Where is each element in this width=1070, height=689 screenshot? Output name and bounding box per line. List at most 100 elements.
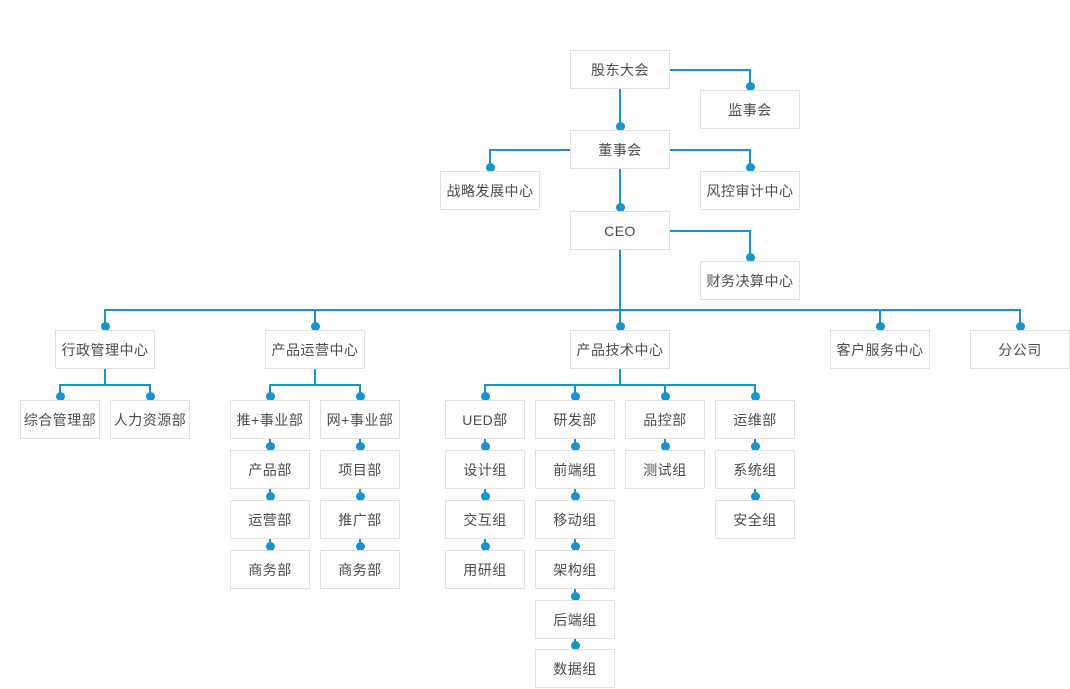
org-node-label: 安全组: [733, 511, 777, 528]
connector-dot: [100, 321, 110, 331]
org-node-shareholders: 股东大会: [570, 50, 670, 89]
org-node-service-center: 客户服务中心: [830, 330, 930, 369]
connector-dot: [480, 491, 490, 501]
connector-dot: [615, 321, 625, 331]
org-node-wang-division: 网+事业部: [320, 400, 400, 439]
org-node-tech-center: 产品技术中心: [570, 330, 670, 369]
org-node-project-dept: 项目部: [320, 450, 400, 489]
connector-dot: [615, 202, 625, 212]
org-node-label: 项目部: [338, 461, 382, 478]
org-node-label: 战略发展中心: [446, 182, 534, 199]
connector-dot: [745, 162, 755, 172]
org-node-label: 监事会: [728, 101, 772, 118]
connector-line: [619, 310, 621, 330]
connector-dot: [265, 441, 275, 451]
org-node-backend-group: 后端组: [535, 600, 615, 639]
connector-dot: [145, 391, 155, 401]
connector-dot: [355, 541, 365, 551]
org-node-label: 产品技术中心: [576, 341, 664, 358]
org-node-label: 董事会: [598, 141, 642, 158]
connector-line: [879, 310, 881, 330]
connector-dot: [750, 491, 760, 501]
org-node-ued-dept: UED部: [445, 400, 525, 439]
org-node-label: 数据组: [553, 660, 597, 677]
connector-line: [749, 150, 751, 171]
org-node-label: 架构组: [553, 561, 597, 578]
org-node-mobile-group: 移动组: [535, 500, 615, 539]
org-node-label: 系统组: [733, 461, 777, 478]
org-node-label: 设计组: [463, 461, 507, 478]
connector-dot: [480, 541, 490, 551]
org-node-operation-dept: 运营部: [230, 500, 310, 539]
org-node-finance: 财务决算中心: [700, 261, 800, 300]
connector-dot: [570, 491, 580, 501]
org-node-label: 后端组: [553, 611, 597, 628]
connector-dot: [480, 441, 490, 451]
org-node-rd-dept: 研发部: [535, 400, 615, 439]
org-node-ceo: CEO: [570, 211, 670, 250]
connector-line: [489, 149, 571, 151]
org-node-label: 人力资源部: [113, 411, 187, 428]
connector-line: [489, 150, 491, 171]
org-node-business-dept-1: 商务部: [230, 550, 310, 589]
org-node-board: 董事会: [570, 130, 670, 169]
org-node-user-research-group: 用研组: [445, 550, 525, 589]
connector-dot: [265, 541, 275, 551]
org-node-label: 行政管理中心: [61, 341, 149, 358]
org-node-label: 移动组: [553, 511, 597, 528]
org-node-devops-dept: 运维部: [715, 400, 795, 439]
connector-line: [669, 69, 751, 71]
connector-dot: [355, 391, 365, 401]
org-node-label: 产品运营中心: [271, 341, 359, 358]
org-node-label: 品控部: [643, 411, 687, 428]
connector-dot: [355, 491, 365, 501]
connector-line: [669, 230, 751, 232]
connector-line: [749, 70, 751, 90]
org-node-label: 财务决算中心: [706, 272, 794, 289]
connector-dot: [875, 321, 885, 331]
connector-line: [104, 369, 106, 385]
org-node-label: 运维部: [733, 411, 777, 428]
org-node-label: 综合管理部: [23, 411, 97, 428]
connector-dot: [570, 541, 580, 551]
org-node-hr-dept: 人力资源部: [110, 400, 190, 439]
org-node-label: 研发部: [553, 411, 597, 428]
connector-dot: [615, 121, 625, 131]
connector-dot: [745, 81, 755, 91]
org-node-branch: 分公司: [970, 330, 1070, 369]
org-node-label: 客户服务中心: [836, 341, 924, 358]
connector-dot: [570, 591, 580, 601]
org-node-label: 运营部: [248, 511, 292, 528]
org-node-testing-group: 测试组: [625, 450, 705, 489]
org-node-admin-center: 行政管理中心: [55, 330, 155, 369]
org-node-general-affairs: 综合管理部: [20, 400, 100, 439]
org-node-label: 商务部: [248, 561, 292, 578]
connector-line: [484, 384, 756, 386]
connector-dot: [660, 391, 670, 401]
connector-line: [1019, 310, 1021, 330]
org-node-label: 推+事业部: [236, 411, 304, 428]
connector-dot: [570, 441, 580, 451]
connector-dot: [570, 640, 580, 650]
connector-line: [749, 231, 751, 261]
connector-line: [619, 89, 621, 130]
connector-dot: [310, 321, 320, 331]
org-node-frontend-group: 前端组: [535, 450, 615, 489]
connector-line: [619, 250, 621, 310]
connector-dot: [1015, 321, 1025, 331]
connector-line: [669, 149, 751, 151]
org-node-label: 网+事业部: [326, 411, 394, 428]
connector-dot: [265, 491, 275, 501]
org-node-label: 产品部: [248, 461, 292, 478]
connector-dot: [480, 391, 490, 401]
connector-line: [314, 310, 316, 330]
org-node-label: 交互组: [463, 511, 507, 528]
org-node-strategy: 战略发展中心: [440, 171, 540, 210]
connector-line: [619, 369, 621, 385]
org-node-qa-dept: 品控部: [625, 400, 705, 439]
org-node-label: UED部: [462, 411, 508, 428]
connector-line: [104, 309, 1021, 311]
org-node-label: 推广部: [338, 511, 382, 528]
org-node-design-group: 设计组: [445, 450, 525, 489]
